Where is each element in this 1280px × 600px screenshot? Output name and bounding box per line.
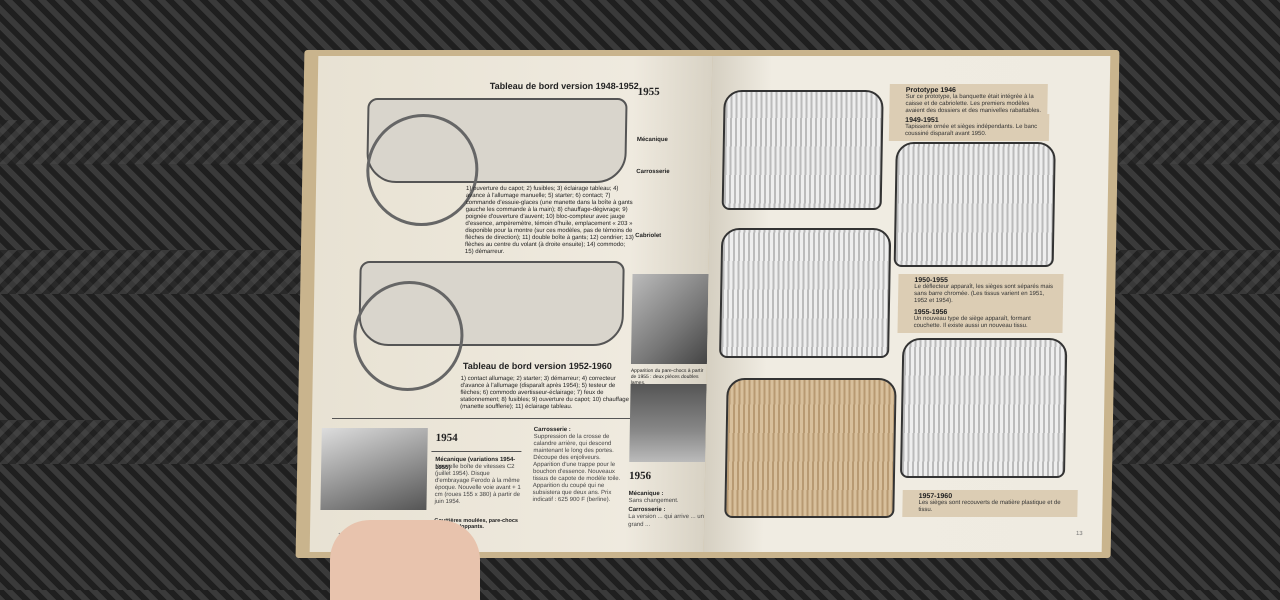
caption-text: Le déflecteur apparaît, les sièges sont … — [914, 284, 1054, 304]
caption-year: Prototype 1946 — [905, 87, 956, 94]
page-number: 13 — [1075, 531, 1083, 537]
side-label: Mécanique — [636, 137, 668, 143]
seat-illustration-1946 — [721, 90, 884, 210]
caption-text: Tapisserie ornée et sièges indépendants.… — [904, 124, 1038, 137]
bumper-photo — [630, 274, 709, 364]
steering-wheel-illustration — [365, 114, 480, 226]
seat-illustration-1957 — [724, 378, 897, 518]
seat-illustration-1949 — [893, 142, 1056, 267]
caption-year: 1950-1955 — [914, 277, 948, 284]
steering-wheel-illustration — [352, 281, 465, 391]
caption-year: 1949-1951 — [905, 117, 939, 124]
year-1956: 1956 — [628, 470, 652, 482]
seat-illustration-1950 — [719, 228, 892, 358]
divider — [431, 451, 522, 452]
year-1955: 1955 — [637, 86, 660, 98]
carrosserie-text: La version ... qui arrive ... un grand .… — [628, 514, 705, 528]
caption-year: 1955-1956 — [913, 309, 948, 316]
mecanique-text: Nouvelle boîte de vitesses C2 (juillet 1… — [434, 464, 521, 505]
car-photo-1954 — [320, 428, 428, 510]
caption-text: Les sièges sont recouverts de matière pl… — [918, 500, 1061, 513]
dashboard-1948-title: Tableau de bord version 1948-1952 — [489, 81, 639, 91]
car-photo-house — [629, 384, 707, 462]
seat-illustration-1955 — [899, 338, 1068, 478]
caption-text: Un nouveau type de siège apparaît, forma… — [913, 316, 1031, 329]
divider — [331, 418, 633, 419]
dashboard-1952-title: Tableau de bord version 1952-1960 — [462, 361, 612, 371]
dashboard-1952-legend: 1) contact allumage; 2) starter; 3) déma… — [460, 376, 630, 410]
left-page: Tableau de bord version 1948-1952 1) ouv… — [309, 56, 713, 552]
mecanique-text: Sans changement. — [628, 498, 679, 504]
caption-text: Sur ce prototype, la banquette était int… — [905, 94, 1042, 114]
dashboard-1948-legend: 1) ouverture du capot; 2) fusibles; 3) é… — [464, 186, 634, 255]
hand-holding-book — [330, 520, 480, 600]
side-label: Cabriolet — [635, 233, 662, 239]
year-1954: 1954 — [435, 432, 458, 444]
caption-year: 1957-1960 — [918, 493, 953, 500]
side-label: Carrosserie — [636, 169, 670, 175]
open-book: Tableau de bord version 1948-1952 1) ouv… — [295, 50, 1120, 558]
carrosserie-text: Suppression de la crosse de calandre arr… — [532, 434, 621, 503]
carrosserie-label: Carrosserie : — [533, 427, 571, 433]
